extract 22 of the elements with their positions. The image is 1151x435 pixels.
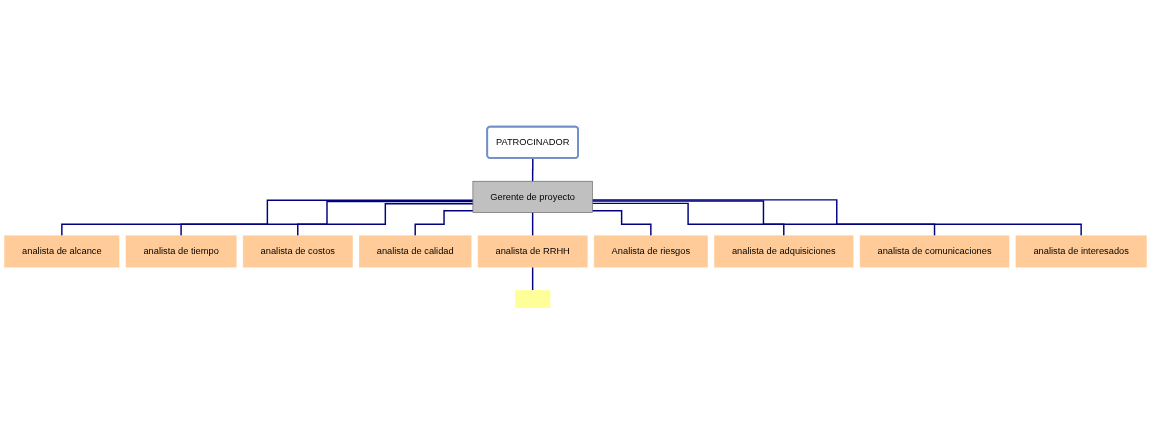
connector [591,199,1082,237]
node-box: analista de tiempo [125,235,237,268]
node-box: Analista de riesgos [593,235,708,268]
node-box: analista de interesados [1015,235,1147,268]
connector [591,210,652,237]
node-box: analista de alcance [4,235,120,268]
connector [591,202,785,237]
node-box: analista de calidad [359,235,472,268]
connector [61,199,474,237]
node-box: analista de adquisiciones [714,235,854,268]
node-box: analista de costos [242,235,353,268]
connector [531,266,534,292]
node-box: Gerente de proyecto [472,181,593,214]
connector [180,201,474,237]
connector [297,203,474,237]
node-box [514,290,551,309]
node-box: analista de RRHH [477,235,588,268]
connector [591,200,936,237]
connector [414,210,474,237]
node-box: analista de comunicaciones [859,235,1010,268]
connector [531,157,534,183]
connector [531,212,534,237]
